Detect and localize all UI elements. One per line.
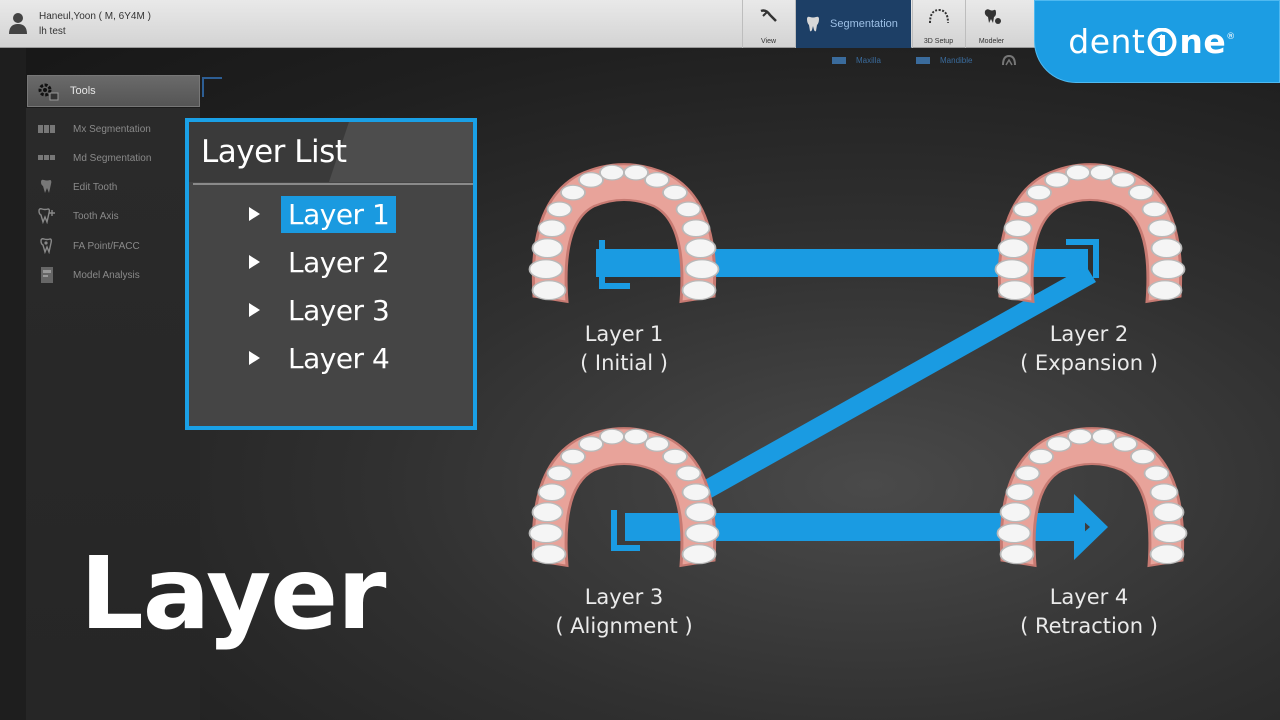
brand-prefix: dent	[1068, 22, 1146, 61]
bracket-marker	[599, 240, 630, 289]
tooth-axis-icon	[36, 208, 58, 224]
layer-title-bar	[189, 122, 473, 182]
tool-edit-tooth[interactable]: Edit Tooth	[36, 177, 117, 197]
stage-title: Layer 3	[584, 585, 664, 609]
lower-teeth-icon	[36, 150, 58, 166]
mandible-chip	[916, 57, 930, 64]
view-label: View	[760, 38, 777, 45]
stage-label-3: Layer 3 ( Alignment )	[524, 583, 724, 641]
arch-icon	[928, 8, 949, 24]
stage-title: Layer 4	[1049, 585, 1129, 609]
view-button[interactable]: View	[742, 0, 794, 48]
layer-list-title: Layer List	[201, 134, 347, 170]
layer-list-panel: Layer List Layer 1 Layer 2 Layer 3 Layer…	[185, 118, 477, 430]
tool-label: Md Segmentation	[73, 152, 152, 164]
tools-panel-header[interactable]: Tools	[27, 75, 200, 107]
gear-icon	[38, 83, 59, 101]
flow-band-2-3	[694, 266, 1096, 502]
tool-label: Tooth Axis	[73, 210, 119, 222]
patient-icon	[9, 13, 27, 34]
tool-fa-point[interactable]: FA Point/FACC	[36, 236, 140, 256]
3d-setup-label: 3D Setup	[923, 38, 954, 45]
maxilla-chip	[832, 57, 846, 64]
segmentation-button[interactable]: Segmentation	[795, 0, 911, 48]
mandible-toggle[interactable]: Mandible	[916, 56, 972, 65]
maxilla-toggle[interactable]: Maxilla	[832, 56, 881, 65]
overlay-heading: Layer	[80, 535, 386, 652]
bracket-marker	[611, 510, 640, 551]
tool-label: FA Point/FACC	[73, 240, 140, 252]
modeler-button[interactable]: Modeler	[965, 0, 1017, 48]
occlusion-icon[interactable]	[1002, 54, 1016, 66]
fa-point-icon	[36, 238, 58, 254]
stage-subtitle: ( Alignment )	[555, 614, 693, 638]
left-edge-strip	[0, 48, 26, 720]
expand-triangle-icon[interactable]	[249, 255, 260, 269]
layer-item-3[interactable]: Layer 3	[249, 287, 396, 333]
tool-label: Mx Segmentation	[73, 123, 151, 135]
layer-item-label: Layer 3	[288, 293, 390, 327]
dental-arch-layer-4[interactable]	[996, 426, 1188, 568]
flow-arrow-head	[1074, 494, 1108, 560]
layer-item-2[interactable]: Layer 2	[249, 239, 396, 285]
tool-mx-segmentation[interactable]: Mx Segmentation	[36, 119, 151, 139]
layer-item-label: Layer 1	[281, 195, 397, 233]
stage-subtitle: ( Retraction )	[1020, 614, 1158, 638]
expand-triangle-icon[interactable]	[249, 303, 260, 317]
maxilla-label: Maxilla	[856, 56, 881, 65]
flow-brackets	[599, 239, 1099, 551]
tool-tooth-axis[interactable]: Tooth Axis	[36, 206, 119, 226]
tool-label: Model Analysis	[73, 269, 140, 281]
stage-label-2: Layer 2 ( Expansion )	[989, 320, 1189, 378]
expand-triangle-icon[interactable]	[249, 351, 260, 365]
patient-name: Haneul,Yoon ( M, 6Y4M )	[39, 11, 151, 22]
upper-teeth-icon	[36, 121, 58, 137]
panel-corner-marker	[202, 77, 222, 97]
patient-note: lh test	[39, 26, 66, 37]
dentone-logo: dent ne®	[1034, 0, 1280, 83]
model-analysis-icon	[36, 267, 58, 283]
stage-subtitle: ( Initial )	[580, 351, 668, 375]
mandible-label: Mandible	[940, 56, 973, 65]
stage-title: Layer 2	[1049, 322, 1129, 346]
layer-list-divider	[193, 183, 473, 185]
stage-title: Layer 1	[584, 322, 664, 346]
brand-one-glyph	[1147, 27, 1177, 57]
layer-item-1[interactable]: Layer 1	[249, 191, 397, 237]
tools-panel	[26, 108, 200, 720]
tool-md-segmentation[interactable]: Md Segmentation	[36, 148, 151, 168]
bracket-marker	[1066, 239, 1099, 278]
stage-label-4: Layer 4 ( Retraction )	[989, 583, 1189, 641]
edit-tooth-icon	[36, 179, 58, 195]
3d-setup-button[interactable]: 3D Setup	[912, 0, 964, 48]
modeler-label: Modeler	[978, 38, 1005, 45]
modeler-icon	[984, 9, 1001, 24]
tool-model-analysis[interactable]: Model Analysis	[36, 265, 140, 285]
expand-triangle-icon[interactable]	[249, 207, 260, 221]
stage-subtitle: ( Expansion )	[1020, 351, 1158, 375]
stage-label-1: Layer 1 ( Initial )	[524, 320, 724, 378]
segmentation-label: Segmentation	[830, 18, 898, 30]
tooth-icon	[807, 16, 819, 32]
tools-header-label: Tools	[70, 85, 96, 97]
tool-label: Edit Tooth	[73, 181, 118, 193]
view-icon	[760, 9, 777, 22]
dental-arch-layer-1[interactable]	[528, 162, 720, 304]
layer-item-4[interactable]: Layer 4	[249, 335, 396, 381]
brand-wordmark: dent ne®	[1068, 22, 1236, 61]
layer-item-label: Layer 4	[288, 341, 390, 375]
layer-item-label: Layer 2	[288, 245, 390, 279]
brand-suffix: ne	[1179, 22, 1227, 61]
